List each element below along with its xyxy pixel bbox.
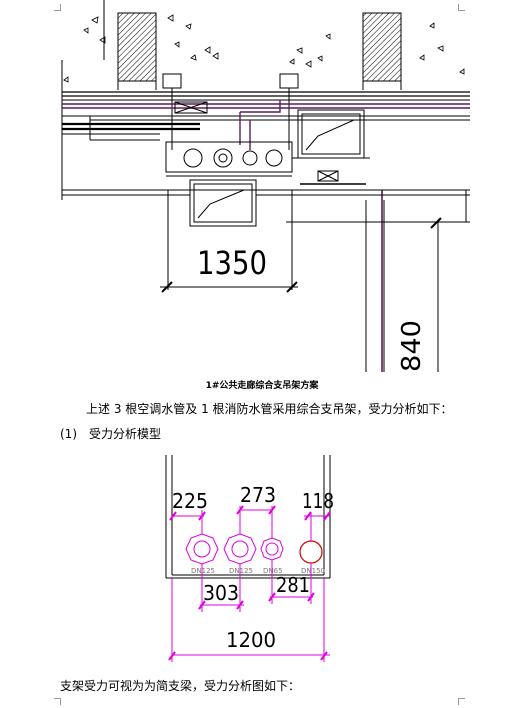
support-plan-drawing: 1350 840 <box>61 0 470 372</box>
dimension-1350-label: 1350 <box>197 244 267 282</box>
pipe-label: DN65 <box>263 567 283 575</box>
pipe-label: DN125 <box>191 567 215 575</box>
pipe-cluster <box>165 141 293 177</box>
pipe-runs <box>62 91 470 141</box>
body-paragraph: 支架受力可视为为简支梁，受力分析图如下： <box>60 679 301 693</box>
dimension-840-label: 840 <box>397 320 427 372</box>
page-corner-mark <box>458 698 465 705</box>
duct-box <box>174 101 208 114</box>
hatched-column-left <box>117 12 157 82</box>
dimension-281-label: 281 <box>276 573 310 597</box>
pipe-1 <box>185 533 219 565</box>
beam-lines <box>62 189 470 223</box>
section-title: 受力分析模型 <box>89 427 162 441</box>
page-corner-mark <box>54 698 61 705</box>
dimension-225-label: 225 <box>172 489 208 513</box>
dimension-1350 <box>160 281 298 293</box>
figure-caption: 1#公共走廊综合支吊架方案 <box>205 381 319 391</box>
pipe-2 <box>223 533 257 565</box>
equipment-box-lower <box>189 179 257 227</box>
dimension-273-label: 273 <box>240 483 276 507</box>
dimension-303-label: 303 <box>203 581 239 605</box>
purple-pipe-runs <box>62 100 470 150</box>
dimension-118-label: 118 <box>302 489 334 513</box>
hanger-rods <box>162 73 299 150</box>
valve-box <box>300 170 366 185</box>
section-heading: (1) 受力分析模型 <box>60 425 161 442</box>
dimension-1200-label: 1200 <box>226 628 276 652</box>
section-number: (1) <box>60 427 77 441</box>
equipment-box-right <box>292 109 370 159</box>
page-corner-mark <box>458 4 465 11</box>
dimension-lines <box>168 505 331 662</box>
pipe-3 <box>260 537 284 561</box>
pipe-label: DN150 <box>301 567 325 575</box>
aggregate-marks <box>63 14 465 83</box>
dimension-840 <box>430 217 442 372</box>
pipe-label: DN125 <box>229 567 253 575</box>
pipe-4-fire <box>299 540 323 564</box>
hatched-column-right <box>362 12 402 82</box>
page-corner-mark <box>54 4 61 11</box>
body-paragraph: 上述 3 根空调水管及 1 根消防水管采用综合支吊架，受力分析如下： <box>86 402 453 416</box>
